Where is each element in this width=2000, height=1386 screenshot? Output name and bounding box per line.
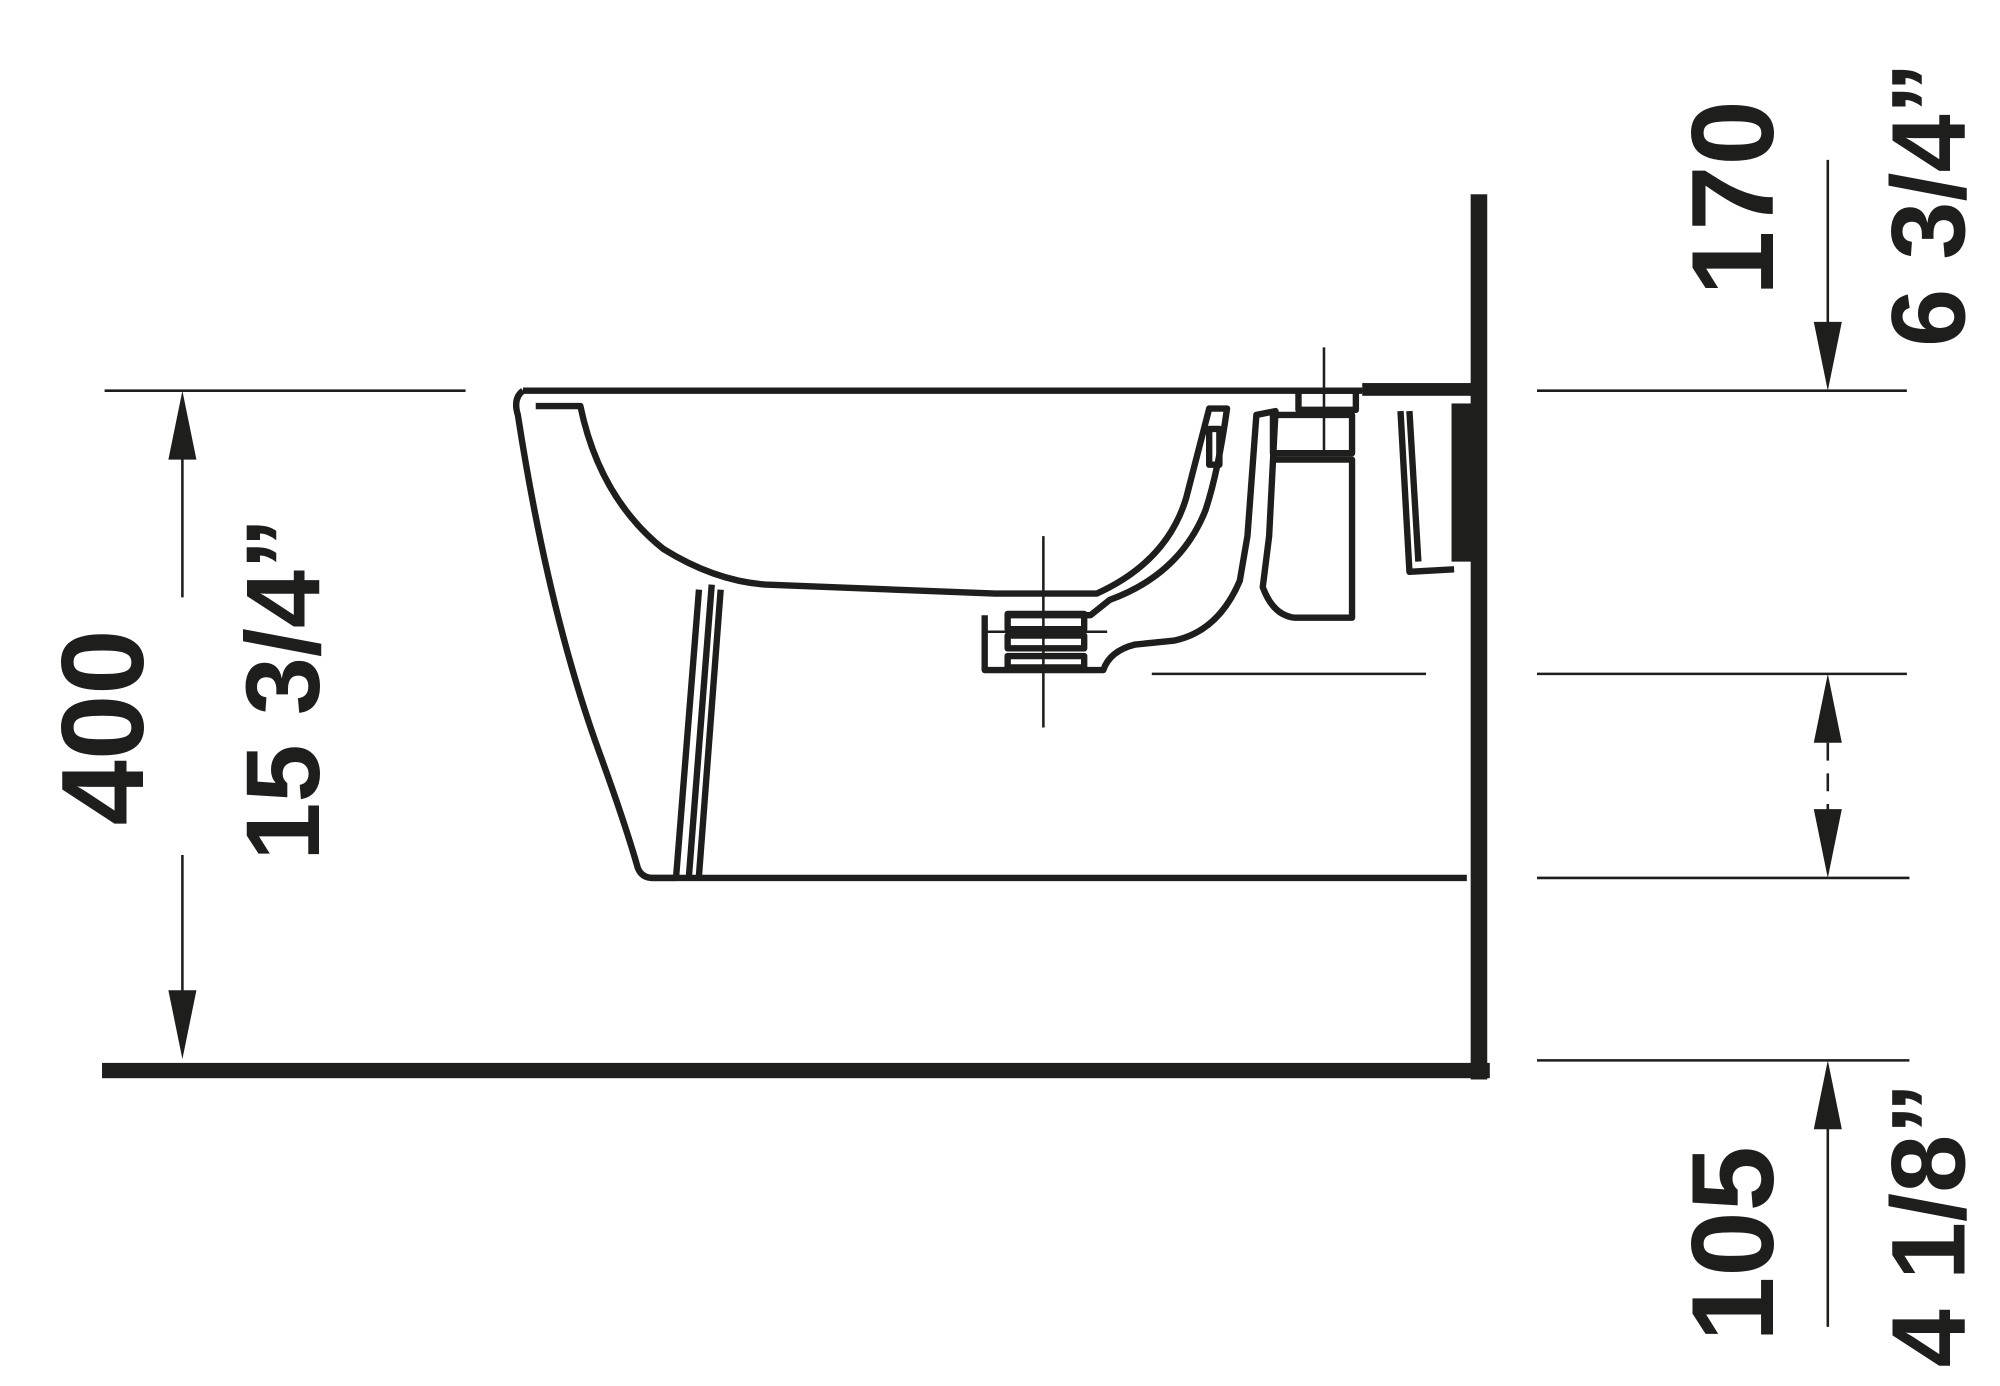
bidet-outline <box>512 387 1467 882</box>
dimension-height-arrows <box>168 390 197 1060</box>
dimension-top-mm: 170 <box>1667 100 1798 296</box>
dimension-top-inch: 6 3/4” <box>1870 62 1987 347</box>
wall-bracket <box>1451 403 1478 562</box>
dimension-bottom-mm: 105 <box>1667 1146 1798 1342</box>
dimension-top-arrow <box>1813 159 1842 391</box>
floor-line <box>102 1062 1490 1079</box>
dimension-middle-arrows <box>1813 673 1842 878</box>
dimension-bottom-arrow <box>1813 1060 1842 1327</box>
dimension-height-inch: 15 3/4” <box>225 518 342 861</box>
center-marks <box>982 347 1378 728</box>
dimension-bottom-inch: 4 1/8” <box>1870 1082 1987 1367</box>
dimension-height-mm: 400 <box>37 630 168 826</box>
wall-line <box>1470 194 1488 1080</box>
wall-top-segment <box>1362 383 1478 396</box>
extension-lines <box>104 389 1910 1062</box>
